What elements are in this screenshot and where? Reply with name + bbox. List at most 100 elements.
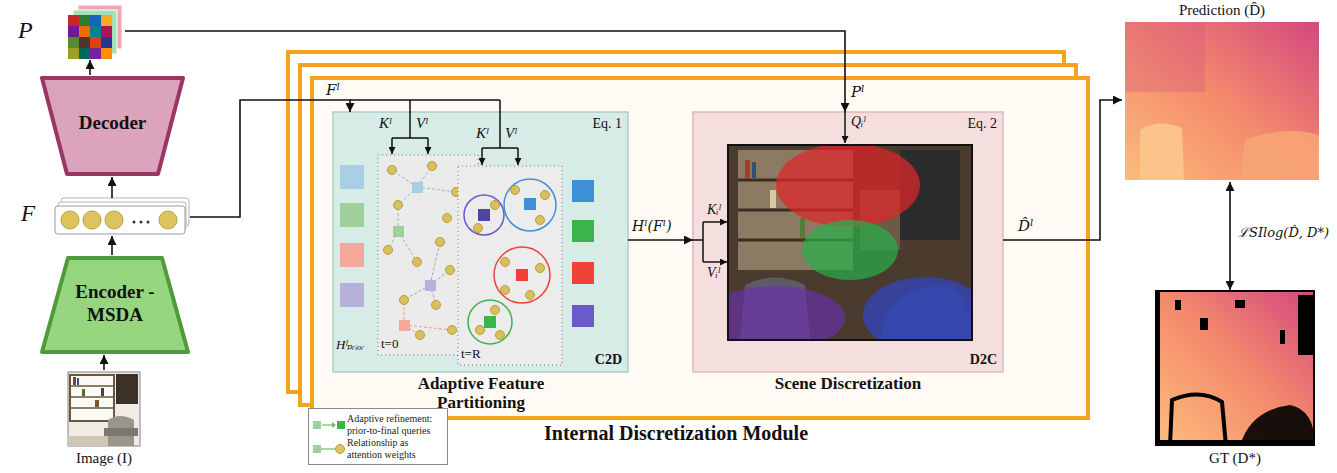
query-wires (703, 261, 727, 263)
c2d-panel (333, 100, 628, 372)
final-iteration-box (516, 269, 528, 281)
prediction-depth-map (1125, 22, 1319, 180)
attention-wires (427, 138, 429, 154)
query-grid (68, 48, 79, 59)
feature-stack (55, 198, 189, 234)
scene-image (800, 218, 805, 238)
connector-arrow (190, 100, 350, 217)
iteration-box: t=R (458, 166, 562, 365)
final-iteration-box (524, 198, 536, 210)
ground-truth-depth-map (1235, 300, 1245, 308)
ground-truth-depth-map (1170, 394, 1226, 446)
feature-stack (147, 221, 150, 224)
panel-tag: D2C (970, 352, 997, 368)
legend-icon (321, 448, 336, 449)
panel-title: Scene Discretization (773, 375, 923, 394)
iteration-box: t=0 (378, 155, 478, 355)
final-iteration-box (478, 209, 490, 221)
ground-truth-depth-map (1200, 318, 1208, 330)
connector-arrow (1003, 100, 1122, 240)
query-grid (79, 26, 90, 37)
ground-truth-depth-map (1240, 405, 1315, 446)
input-image (68, 436, 108, 446)
prior-iteration-box (388, 166, 456, 335)
prediction-map: Prediction (D̂) (1122, 2, 1322, 182)
c2d-panel (572, 262, 594, 284)
connector-arrow (628, 239, 693, 241)
input-image: Image (I) (55, 370, 153, 472)
math-label: Qᵢˡ (851, 114, 865, 129)
final-iteration-box (501, 258, 510, 267)
query-grid (101, 48, 112, 59)
scene-image (745, 160, 750, 178)
final-iteration-box (484, 316, 496, 328)
prior-iteration-box (393, 226, 404, 237)
connector-arrow (89, 60, 91, 75)
math-label: Kᵢˡ (707, 202, 720, 217)
prior-iteration-box (394, 201, 403, 210)
input-image (104, 428, 138, 436)
feature-stack (140, 221, 143, 224)
final-iteration-box (501, 286, 510, 295)
c2d-panel (340, 203, 364, 227)
legend-text: Relationship as attention weights (347, 437, 445, 460)
input-image (101, 388, 104, 396)
c2d-panel (333, 112, 628, 372)
connector-label: Fˡ (326, 82, 340, 99)
feature-stack (105, 211, 123, 229)
query-grid (68, 37, 79, 48)
prediction-depth-map (1125, 22, 1319, 180)
feature-stack (55, 206, 185, 234)
ground-truth-depth-map (1155, 290, 1315, 446)
prior-iteration-box (399, 320, 410, 331)
legend-row: Relationship as attention weights (311, 437, 445, 460)
feature-stack (83, 211, 101, 229)
scene-image (776, 145, 920, 227)
feature-stack: F (18, 198, 190, 236)
final-iteration-box (504, 179, 556, 231)
prior-iteration-box (412, 182, 423, 193)
module-frames (312, 78, 1088, 418)
scene-image (802, 220, 898, 280)
step-label: t=0 (381, 337, 398, 352)
final-iteration-box (496, 331, 505, 340)
ground-truth-depth-map (1155, 290, 1315, 446)
scene-image (752, 162, 756, 178)
prior-iteration-box (388, 205, 417, 262)
prior-iteration-box (400, 296, 409, 305)
query-grid (68, 15, 79, 26)
legend-icon (311, 440, 347, 458)
input-image (68, 372, 140, 446)
final-iteration-box (458, 166, 562, 365)
query-wires (693, 112, 845, 262)
query-grid (101, 37, 112, 48)
feature-stack (61, 211, 79, 229)
final-iteration-box (526, 291, 535, 300)
final-iteration-box (468, 300, 512, 344)
query-grid (90, 48, 101, 59)
math-label: Vˡ (416, 115, 427, 132)
c2d-panel (340, 243, 364, 267)
attention-wires (517, 148, 519, 165)
query-grid (73, 10, 117, 54)
connector-arrow (125, 31, 845, 112)
query-grid (90, 15, 101, 26)
final-iteration-box (474, 186, 550, 340)
image-caption: Prediction (D̂) (1122, 2, 1322, 19)
connector-label: Hˡ(Fˡ) (632, 219, 672, 234)
scene-image (728, 145, 972, 340)
step-label: t=R (461, 347, 481, 362)
ground-truth-depth-map (1175, 300, 1181, 310)
ground-truth-depth-map (1298, 295, 1315, 355)
equation-ref: Eq. 1 (592, 116, 622, 132)
symbol-label: P (18, 17, 33, 45)
input-image (70, 375, 114, 421)
query-grid (90, 26, 101, 37)
query-grid (79, 48, 90, 59)
connector-label: D̂ˡ (1018, 218, 1034, 235)
final-iteration-box (494, 247, 550, 303)
input-image (68, 372, 140, 446)
final-iteration-box (491, 201, 500, 210)
